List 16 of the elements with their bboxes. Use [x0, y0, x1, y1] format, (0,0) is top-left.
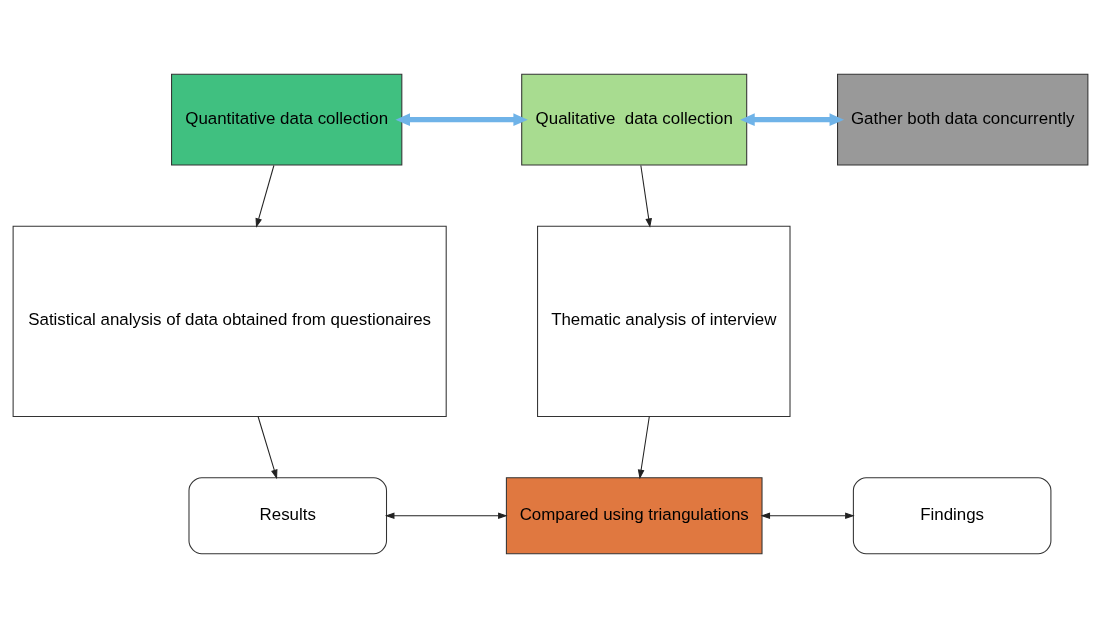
arrow	[640, 165, 652, 228]
arrow	[257, 416, 278, 480]
arrow	[740, 113, 845, 126]
node-box: Thematic analysis of interview	[537, 225, 791, 417]
node-box: Findings	[852, 477, 1052, 555]
arrow	[760, 512, 855, 520]
node-box: Satistical analysis of data obtained from questionaires	[12, 225, 447, 417]
node-box: Gather both data concurrently	[837, 73, 1089, 166]
node-box: Quantitative data collection	[171, 73, 403, 166]
node-box: Qualitative data collection	[521, 73, 748, 166]
node-box: Compared using triangulations	[505, 477, 763, 555]
arrow	[384, 512, 508, 520]
arrow	[255, 165, 275, 228]
node-box: Results	[188, 477, 388, 555]
arrow	[395, 113, 528, 126]
arrow	[637, 416, 650, 480]
